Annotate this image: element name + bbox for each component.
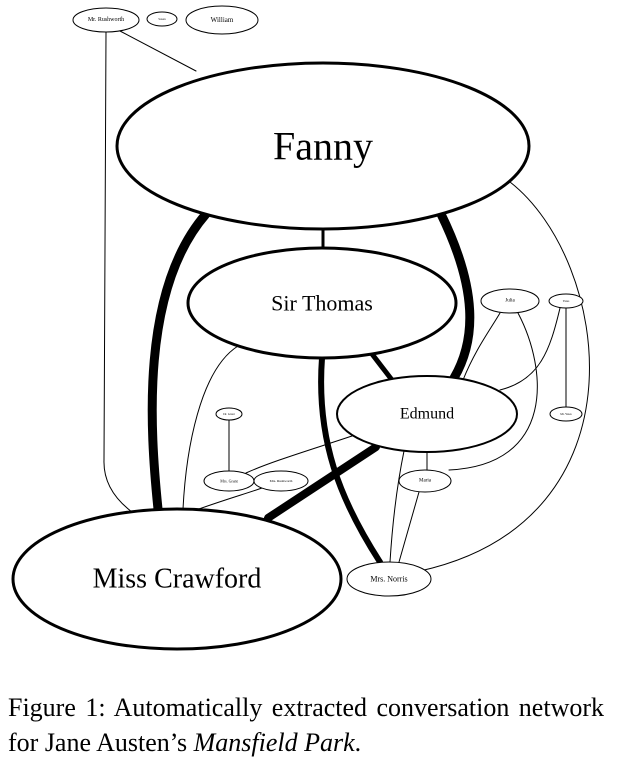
node-label-fanny: Fanny <box>273 124 373 169</box>
node-label-edmund: Edmund <box>400 406 454 423</box>
node-ellipse-mr-yates <box>549 406 583 422</box>
edge-sir-thomas-edmund <box>369 351 395 383</box>
node-miss-crawford: Miss Crawford <box>11 507 343 651</box>
node-susan: Susan <box>146 11 178 27</box>
node-ellipse-dr-grant <box>215 407 243 421</box>
edge-edmund-miss-crawford <box>264 443 380 522</box>
node-ellipse-sir-thomas <box>186 246 458 360</box>
node-label-julia: Julia <box>505 299 515 304</box>
node-maria: Maria <box>398 469 452 493</box>
edge-yates-edmund <box>499 307 561 391</box>
node-label-yates: Yates <box>563 299 570 303</box>
node-mrs-norris: Mrs. Norris <box>346 561 432 597</box>
node-ellipse-edmund <box>336 375 518 453</box>
node-ellipse-mr-rushworth <box>72 7 140 33</box>
node-label-mrs-norris: Mrs. Norris <box>370 575 407 584</box>
node-ellipse-miss-crawford <box>11 507 343 651</box>
node-sir-thomas: Sir Thomas <box>186 246 458 360</box>
node-label-mr-yates: Mr. Yates <box>560 412 572 416</box>
edge-julia-edmund <box>462 312 501 381</box>
edge-sir-thomas-mrs-norris <box>318 355 383 565</box>
node-mrs-grant: Mrs. Grant <box>203 470 255 492</box>
node-label-susan: Susan <box>158 17 166 21</box>
node-ellipse-mrs-norris <box>346 561 432 597</box>
edge-mr-rushworth-miss-crawford <box>103 31 133 513</box>
node-william: William <box>185 5 259 35</box>
node-fanny: Fanny <box>115 61 531 231</box>
node-ellipse-susan <box>146 11 178 27</box>
node-yates: Yates <box>548 293 584 309</box>
caption-period: . <box>354 728 362 757</box>
edge-maria-mrs-norris <box>398 491 420 563</box>
edge-mr-rushworth-fanny <box>119 30 197 72</box>
caption-text: Figure 1: Automatically extracted conver… <box>8 693 604 757</box>
figure-caption: Figure 1: Automatically extracted conver… <box>8 690 604 760</box>
node-label-mr-rushworth: Mr. Rushworth <box>88 17 124 23</box>
node-ellipse-julia <box>480 288 540 314</box>
node-ellipse-yates <box>548 293 584 309</box>
node-ellipse-mrs-rushworth <box>253 470 309 492</box>
node-label-mrs-rushworth: Mrs. Rushworth <box>270 479 293 483</box>
node-label-miss-crawford: Miss Crawford <box>93 564 262 595</box>
node-mr-rushworth: Mr. Rushworth <box>72 7 140 33</box>
node-julia: Julia <box>480 288 540 314</box>
node-label-mrs-grant: Mrs. Grant <box>220 479 238 484</box>
edge-edmund-mrs-norris <box>389 450 405 563</box>
edge-fanny-edmund <box>436 209 475 383</box>
node-mr-yates: Mr. Yates <box>549 406 583 422</box>
node-ellipse-fanny <box>115 61 531 231</box>
edge-fanny-mrs-norris <box>419 181 590 572</box>
edge-edmund-mrs-grant <box>245 435 353 474</box>
node-label-dr-grant: Dr. Grant <box>223 412 234 416</box>
node-ellipse-william <box>185 5 259 35</box>
node-label-maria: Maria <box>419 479 432 484</box>
node-ellipse-maria <box>398 469 452 493</box>
edge-julia-maria <box>448 312 538 471</box>
caption-book-title: Mansfield Park <box>193 728 355 757</box>
node-dr-grant: Dr. Grant <box>215 407 243 421</box>
node-mrs-rushworth: Mrs. Rushworth <box>253 470 309 492</box>
node-edmund: Edmund <box>336 375 518 453</box>
edges-layer <box>103 30 590 572</box>
edge-fanny-miss-crawford <box>147 209 211 514</box>
node-label-william: William <box>211 16 234 24</box>
node-label-sir-thomas: Sir Thomas <box>271 291 373 316</box>
edge-sir-thomas-miss-crawford <box>182 345 239 510</box>
edge-mrs-rushworth-miss-crawford <box>195 487 263 511</box>
